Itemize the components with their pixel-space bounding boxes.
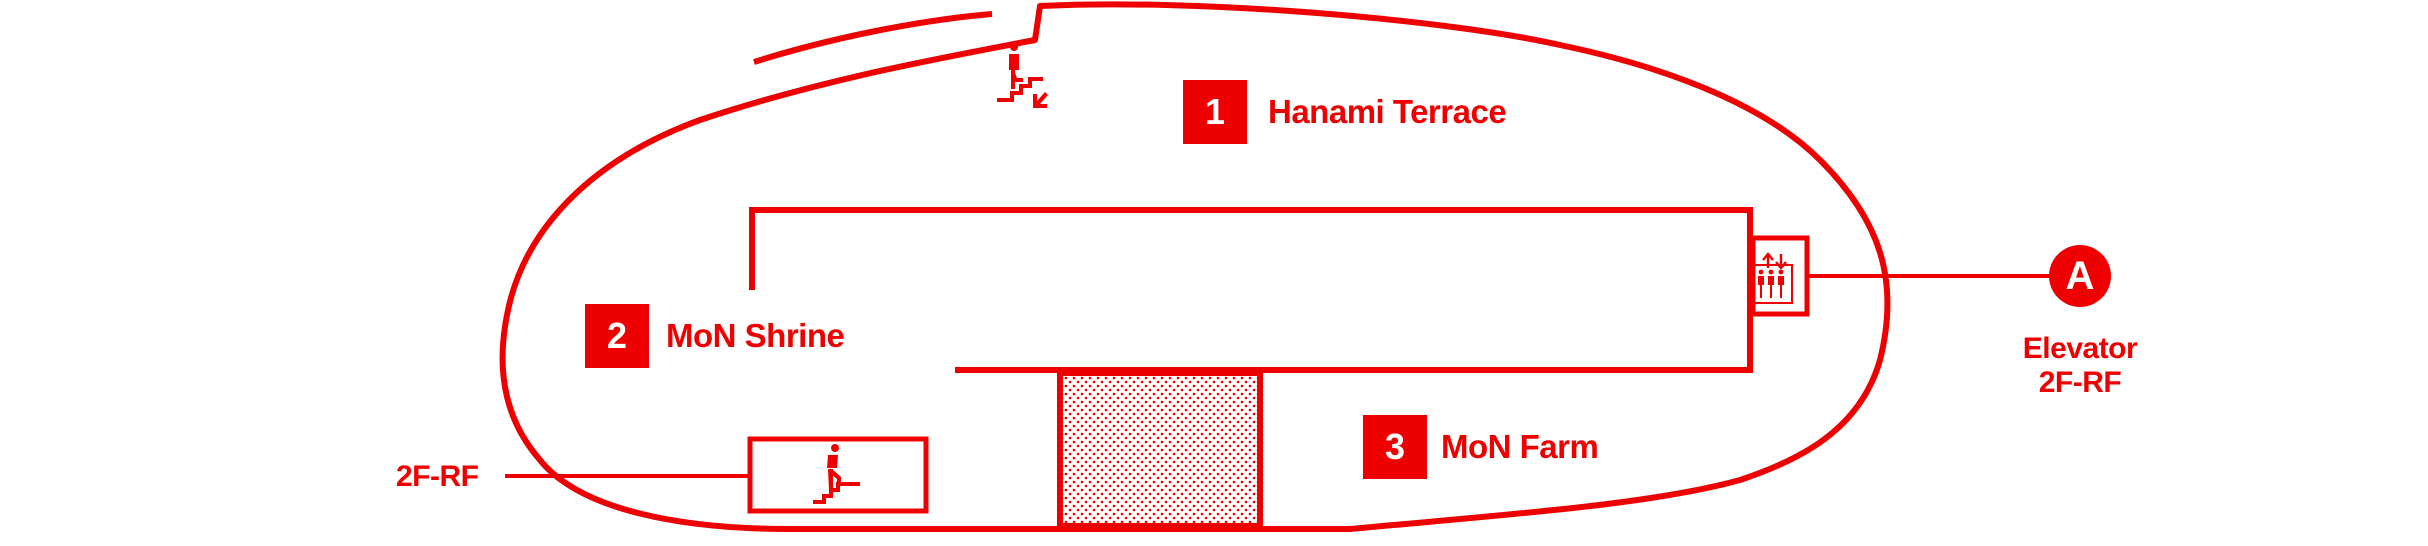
elevator-icon [1751,252,1793,304]
inner-building-wall [749,207,1753,373]
area-1-badge: 1 [1183,80,1247,144]
walkway-edge [753,11,993,65]
elevator-name: Elevator [2022,332,2138,365]
area-1-name: Hanami Terrace [1268,93,1507,130]
rooftop-outline [499,1,1891,532]
area-2-badge: 2 [585,304,649,368]
stairs-down-icon [997,43,1048,108]
stairs-floors-label: 2F-RF [396,460,479,493]
stairs-up-icon [813,444,860,504]
area-3-badge: 3 [1363,415,1427,479]
area-3-name: MoN Farm [1441,428,1599,465]
hatched-area [1057,370,1263,529]
area-2-name: MoN Shrine [666,317,845,354]
elevator-marker-a: A [2049,245,2111,307]
elevator-floors: 2F-RF [2038,366,2122,399]
